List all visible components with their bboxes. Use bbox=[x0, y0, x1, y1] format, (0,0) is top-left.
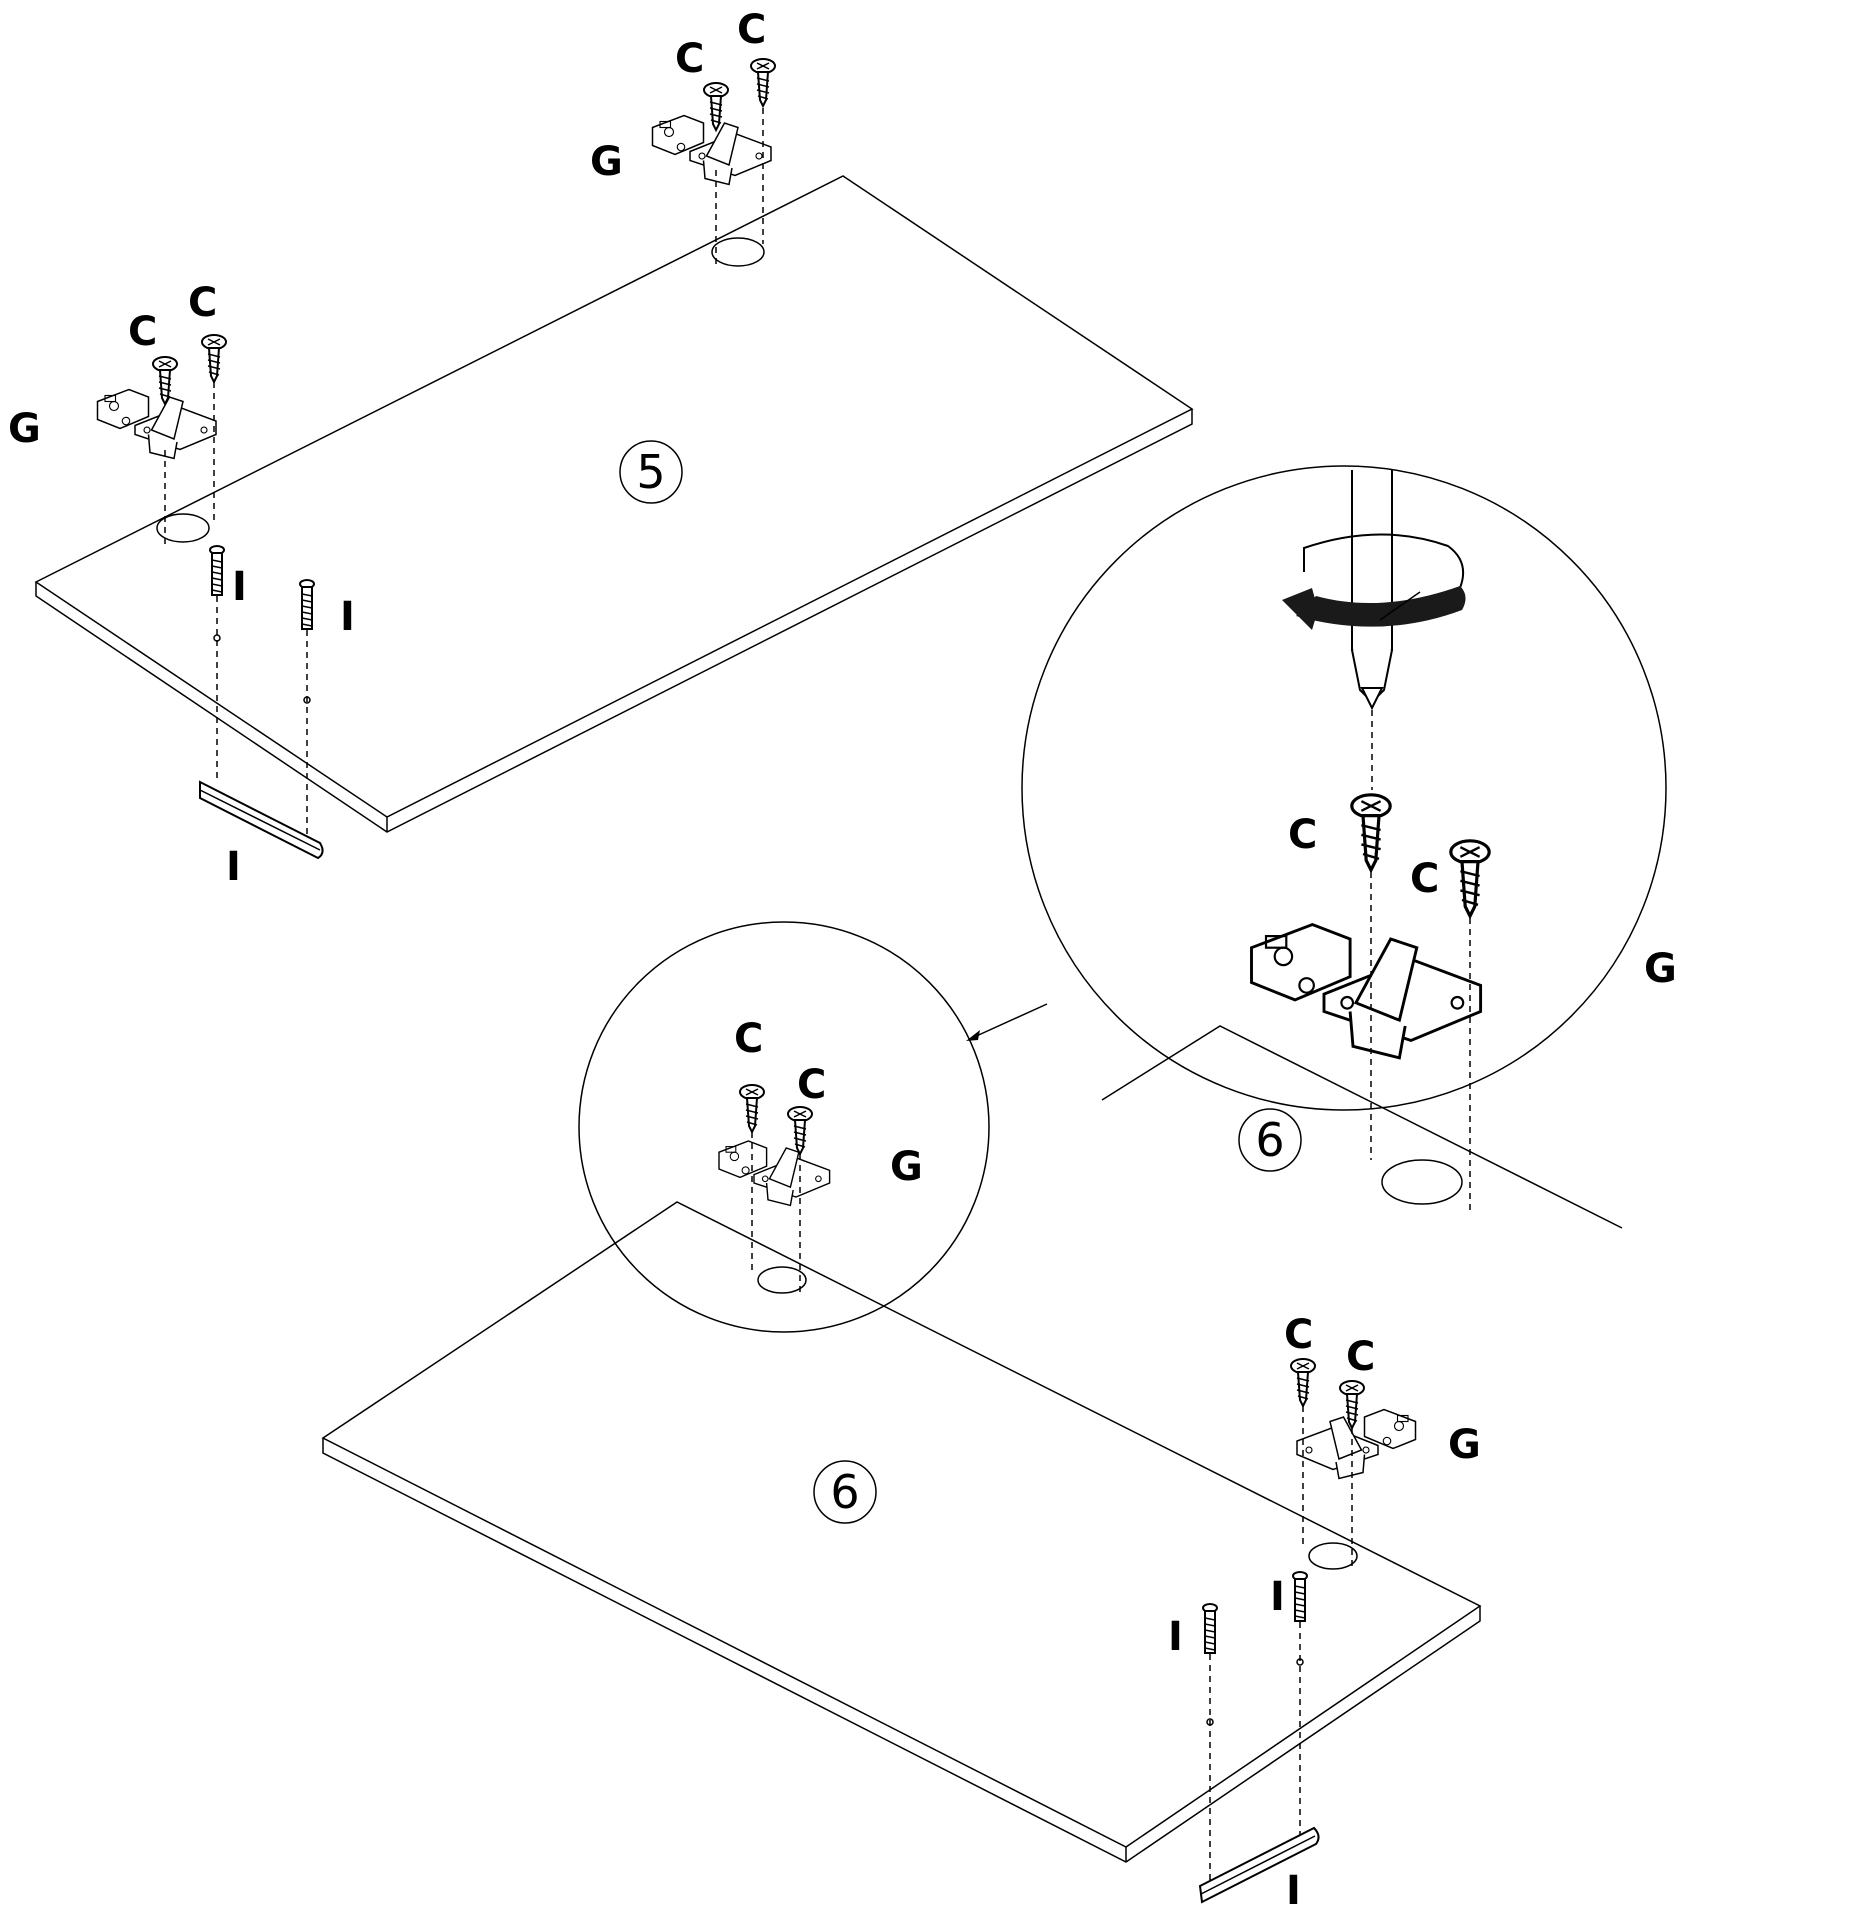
part-label-handle-part: I bbox=[1168, 1614, 1183, 1660]
step-number-text: 5 bbox=[636, 445, 665, 499]
cup-hole bbox=[757, 1266, 807, 1294]
handle-screw-part-i bbox=[1202, 1603, 1218, 1654]
board-step-6 bbox=[321, 1201, 1482, 1863]
handle-screw-part-i bbox=[1292, 1571, 1308, 1622]
cup-hole bbox=[711, 237, 765, 267]
part-label-screw: C bbox=[734, 1016, 763, 1062]
hinge-part-g bbox=[718, 1140, 831, 1207]
screw-part-c bbox=[152, 356, 178, 405]
part-label-handle-part: I bbox=[340, 594, 355, 640]
board-step-5 bbox=[34, 175, 1194, 833]
hinge-part-g bbox=[651, 114, 772, 186]
screw-part-c bbox=[750, 58, 776, 107]
part-label-hinge: G bbox=[1644, 946, 1677, 992]
cup-hole bbox=[1381, 1159, 1463, 1205]
step-number-text: 6 bbox=[830, 1465, 859, 1519]
part-label-handle-part: I bbox=[232, 564, 247, 610]
part-label-screw: C bbox=[1410, 856, 1439, 902]
screw-part-c bbox=[1290, 1358, 1316, 1407]
screwdriver-icon bbox=[1351, 470, 1393, 711]
step-number-6: 6 bbox=[813, 1460, 877, 1524]
part-label-hinge: G bbox=[1448, 1422, 1481, 1468]
part-label-handle-part: I bbox=[226, 844, 241, 890]
part-label-screw: C bbox=[188, 280, 217, 326]
rotate-counterclockwise-arrow-icon bbox=[1282, 533, 1466, 630]
part-label-hinge: G bbox=[890, 1144, 923, 1190]
hinge-part-g bbox=[1296, 1408, 1417, 1480]
hinge-part-g bbox=[1250, 923, 1483, 1060]
part-label-screw: C bbox=[128, 309, 157, 355]
handle-part-i bbox=[1198, 1826, 1320, 1904]
cup-hole bbox=[156, 513, 210, 543]
screw-part-c bbox=[739, 1084, 765, 1133]
detail-circle-small bbox=[578, 921, 990, 1333]
part-label-screw: C bbox=[1346, 1334, 1375, 1380]
handle-part-i bbox=[199, 780, 324, 860]
part-label-screw: C bbox=[1288, 812, 1317, 858]
part-label-screw: C bbox=[1284, 1312, 1313, 1358]
part-label-handle-part: I bbox=[1286, 1868, 1301, 1907]
step-number-5: 5 bbox=[619, 440, 683, 504]
step-number-text: 6 bbox=[1255, 1113, 1284, 1167]
screw-part-c bbox=[1449, 839, 1491, 918]
part-label-screw: C bbox=[737, 7, 766, 53]
part-label-screw: C bbox=[797, 1062, 826, 1108]
step-number-6-detail: 6 bbox=[1238, 1108, 1302, 1172]
detail-circle-large bbox=[1021, 465, 1667, 1229]
hinge-part-g bbox=[96, 388, 217, 460]
part-label-hinge: G bbox=[590, 139, 623, 185]
part-label-handle-part: I bbox=[1270, 1574, 1285, 1620]
screw-part-c bbox=[201, 334, 227, 383]
cup-hole bbox=[1308, 1542, 1358, 1570]
part-label-screw: C bbox=[675, 36, 704, 82]
screw-part-c bbox=[1350, 793, 1392, 872]
handle-screw-part-i bbox=[209, 545, 225, 596]
handle-screw-part-i bbox=[299, 579, 315, 630]
screw-part-c bbox=[787, 1106, 813, 1155]
part-label-hinge: G bbox=[8, 406, 41, 452]
